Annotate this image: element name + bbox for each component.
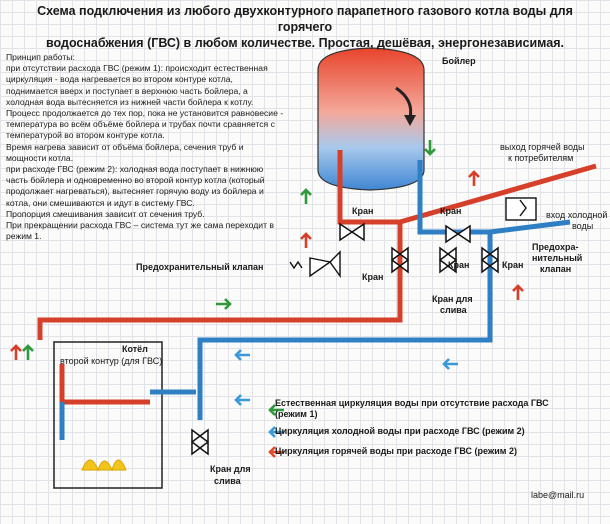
email-label: labe@mail.ru: [531, 490, 585, 500]
safety-valve-label-right-3: клапан: [540, 264, 572, 274]
desc-line: поднимается вверх и поступает в верхнюю …: [6, 85, 248, 96]
safety-valve-label-right-1: Предохра-: [532, 242, 579, 252]
legend-text: Циркуляция горячей воды при расходе ГВС …: [275, 446, 517, 456]
kotel-label: Котёл: [122, 344, 148, 354]
legend-item-cold: Циркуляция холодной воды при расходе ГВС…: [275, 426, 525, 437]
valve-icon: [190, 222, 500, 456]
desc-line: температурой во втором контуре котла.: [6, 130, 165, 141]
safety-valve-label-right-2: нительный: [532, 253, 583, 263]
valve-label-top-2: Кран: [440, 206, 462, 216]
page-title: Схема подключения из любого двухконтурно…: [30, 3, 580, 51]
description-text: Принцип работы: при отсутствии расхода Г…: [6, 52, 312, 242]
title-line-1: Схема подключения из любого двухконтурно…: [37, 4, 573, 34]
legend-text-2: (режим 1): [275, 409, 318, 419]
title-line-2: водоснабжения (ГВС) в любом количестве. …: [46, 36, 564, 50]
kotel-icon: [53, 341, 196, 489]
safety-valve-icon: [289, 197, 537, 279]
desc-line: Пропорция смешивания зависит от сечения …: [6, 208, 205, 219]
desc-line: котла, они смешиваются и идут в систему …: [6, 197, 195, 208]
cold-in-label: вход холодной: [546, 210, 608, 220]
desc-line: часть бойлера и одновременно во второй к…: [6, 175, 265, 186]
safety-valve-label-left: Предохранительный клапан: [136, 262, 264, 272]
legend-text: Циркуляция холодной воды при расходе ГВС…: [275, 426, 525, 436]
valve-label-mid-1: Кран: [362, 272, 384, 282]
boiler-tank-icon: [317, 47, 425, 191]
desc-line: холодная вода вытесняется из нижней част…: [6, 96, 254, 107]
drain-valve-label-bottom-1: Кран для: [210, 464, 251, 474]
drain-valve-label-top-2: слива: [440, 305, 467, 315]
drain-valve-label-top-1: Кран для: [432, 294, 473, 304]
desc-line: при расходе ГВС (режим 2): холодная вода…: [6, 164, 264, 175]
legend-item-mode1: Естественная циркуляция воды при отсутст…: [275, 398, 549, 420]
flame-icon: [81, 459, 127, 472]
legend-text: Естественная циркуляция воды при отсутст…: [275, 398, 549, 408]
desc-line: продолжает нагреваться), вытесняет горяч…: [6, 186, 264, 197]
desc-line: мощности котла.: [6, 152, 74, 163]
valve-label-mid-2: Кран: [448, 260, 470, 270]
hot-water-pipe: [37, 150, 597, 340]
hot-out-label: выход горячей воды: [500, 142, 585, 152]
legend-item-hot: Циркуляция горячей воды при расходе ГВС …: [275, 446, 517, 457]
desc-line: циркуляция - вода нагревается во втором …: [6, 74, 233, 85]
desc-line: Принцип работы:: [6, 52, 75, 62]
desc-line: температура во всём объёме бойлера и тру…: [6, 119, 275, 130]
second-circuit-label: второй контур (для ГВС): [60, 356, 163, 366]
valve-label-top-1: Кран: [352, 206, 374, 216]
boiler-label: Бойлер: [442, 56, 476, 66]
drain-valve-label-bottom-2: слива: [214, 476, 241, 486]
desc-line: режим 1.: [6, 231, 42, 242]
desc-line: При прекращении расхода ГВС – система ту…: [6, 220, 274, 231]
arrow-icon: [10, 140, 524, 458]
desc-line: Процесс продолжается до тех пор, пока не…: [6, 108, 284, 119]
valve-label-mid-3: Кран: [502, 260, 524, 270]
cold-in-label-2: воды: [572, 221, 594, 231]
desc-line: при отсутствии расхода ГВС (режим 1): пр…: [6, 63, 268, 74]
desc-line: Время нагрева зависит от объёма бойлера,…: [6, 141, 244, 152]
hot-out-label-2: к потребителям: [508, 153, 574, 163]
